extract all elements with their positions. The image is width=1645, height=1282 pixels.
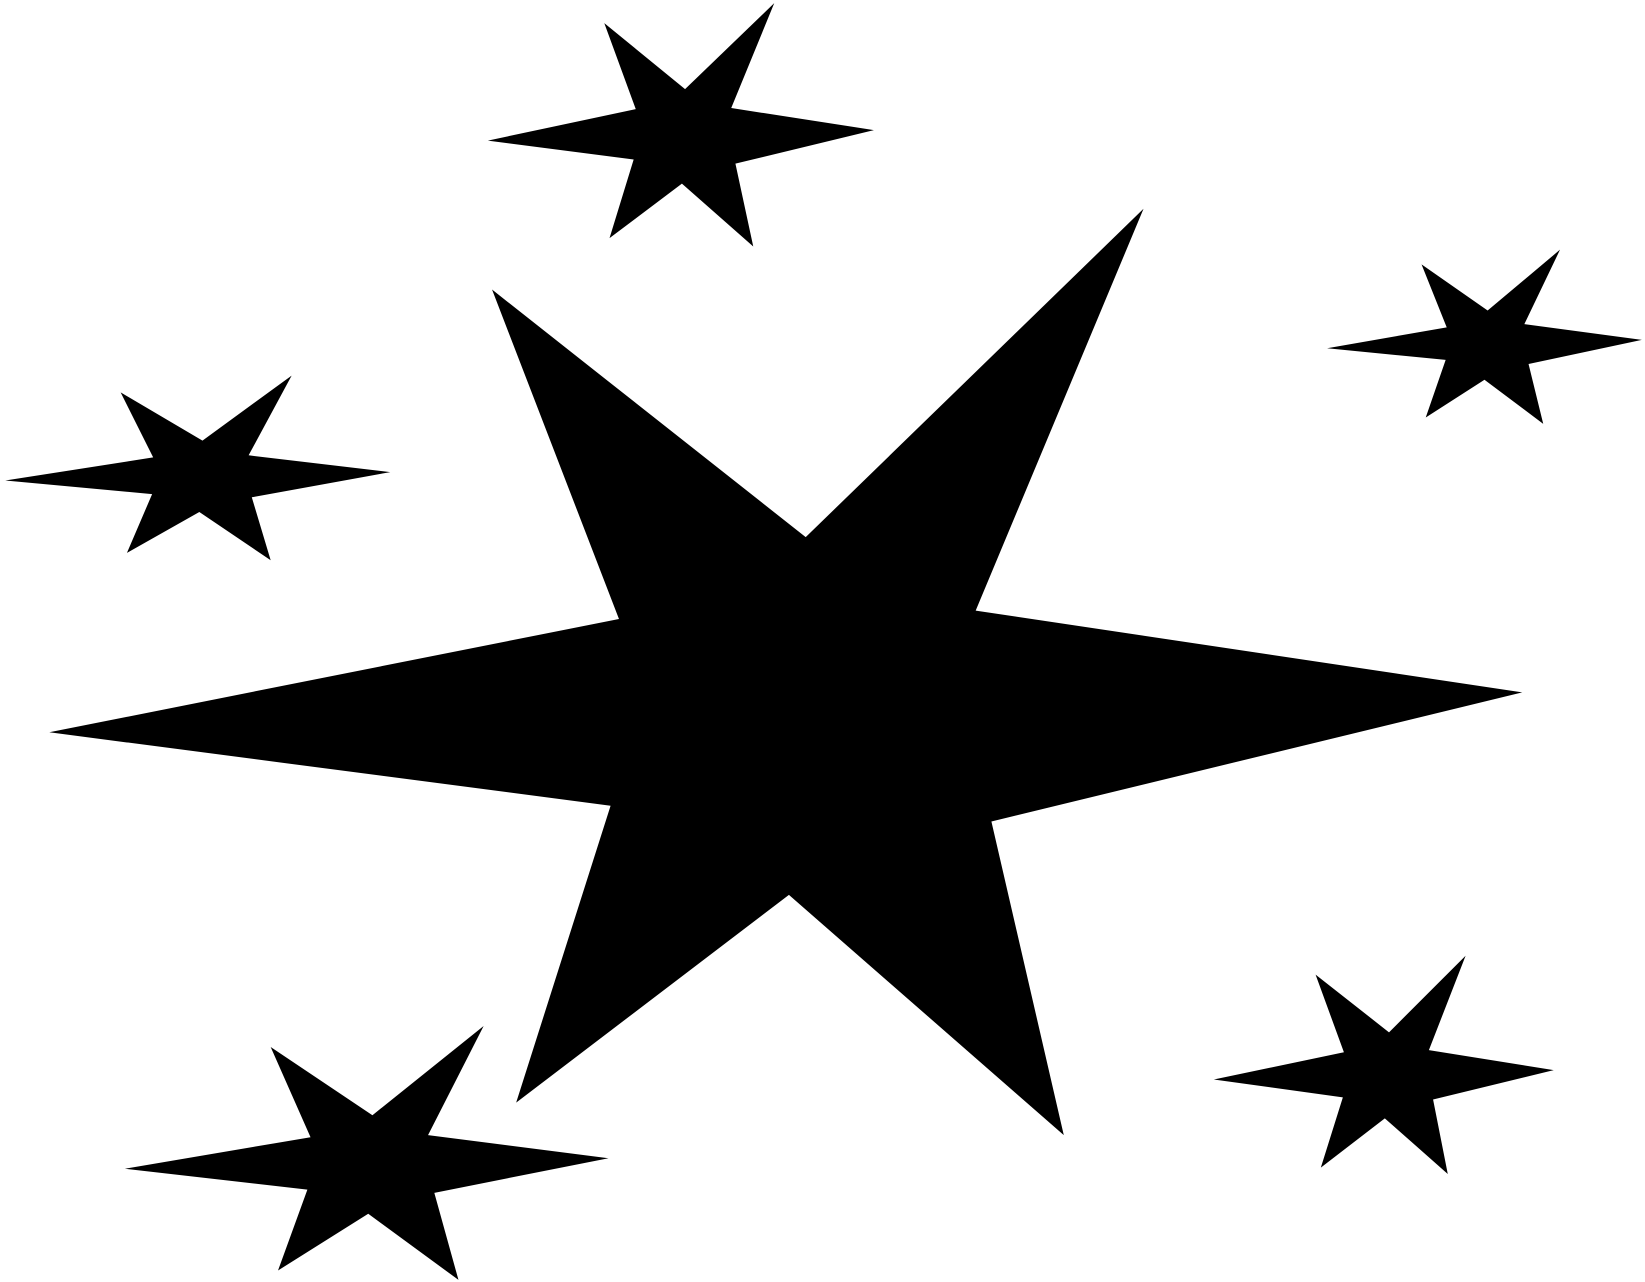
bottom-right-star-icon (1213, 955, 1554, 1174)
large-center-star-icon (49, 208, 1523, 1136)
left-star-icon (5, 375, 391, 561)
top-star-icon (487, 3, 874, 247)
right-star-icon (1327, 249, 1642, 424)
bottom-left-star-icon (124, 1026, 609, 1280)
